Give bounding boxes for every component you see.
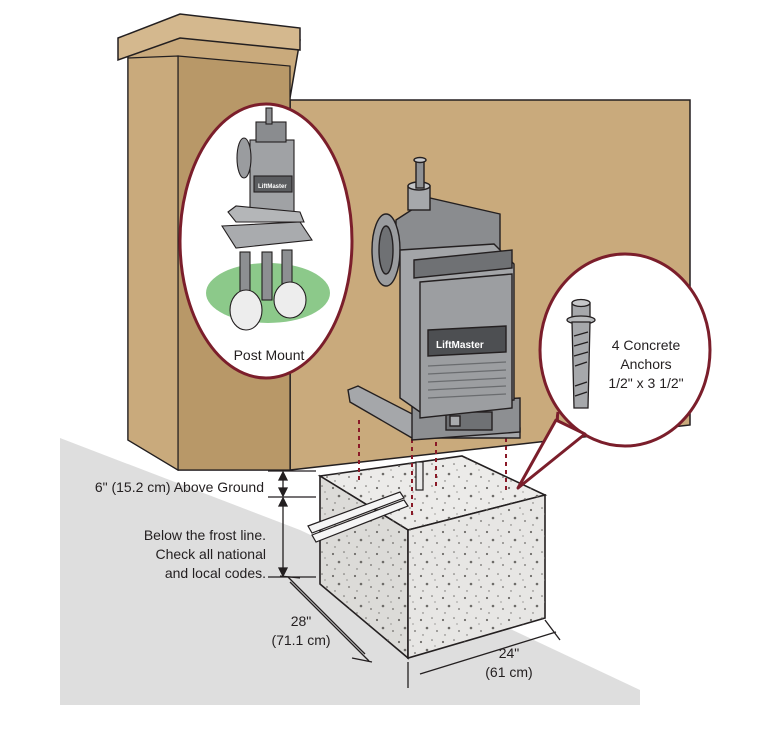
anchor-spec-line-3: 1/2" x 3 1/2" — [608, 375, 684, 391]
depth-dimension-label: 28" (71.1 cm) — [266, 612, 336, 650]
anchor-bolt-icon — [566, 298, 596, 409]
frost-line-note: Below the frost line. Check all national… — [100, 526, 266, 583]
operator-brand-logo: LiftMaster — [436, 340, 484, 351]
depth-centimeters: (71.1 cm) — [271, 632, 331, 648]
post-mount-brand-logo: LiftMaster — [258, 184, 287, 190]
frost-line-note-line-3: and local codes. — [164, 565, 266, 581]
depth-inches: 28" — [290, 613, 312, 629]
anchor-spec-label: 4 Concrete Anchors 1/2" x 3 1/2" — [598, 336, 694, 393]
post-mount-label: Post Mount — [233, 347, 305, 363]
width-dimension-label: 24" (61 cm) — [474, 644, 544, 682]
conduit-pipes — [307, 461, 424, 543]
anchor-bolt-callout — [516, 252, 712, 490]
frost-line-note-line-1: Below the frost line. — [143, 527, 266, 543]
width-centimeters: (61 cm) — [485, 664, 533, 680]
dimension-lines — [268, 470, 561, 688]
anchor-spec-line-2: Anchors — [620, 356, 672, 372]
post-mount-operator: LiftMaster — [221, 107, 313, 331]
width-inches: 24" — [498, 645, 520, 661]
post-mount-callout: LiftMaster — [178, 102, 354, 380]
anchor-spec-line-1: 4 Concrete — [611, 337, 681, 353]
above-ground-label: 6" (15.2 cm) Above Ground — [94, 479, 264, 495]
gate-operator: LiftMaster — [347, 156, 521, 441]
frost-line-note-line-2: Check all national — [155, 546, 266, 562]
